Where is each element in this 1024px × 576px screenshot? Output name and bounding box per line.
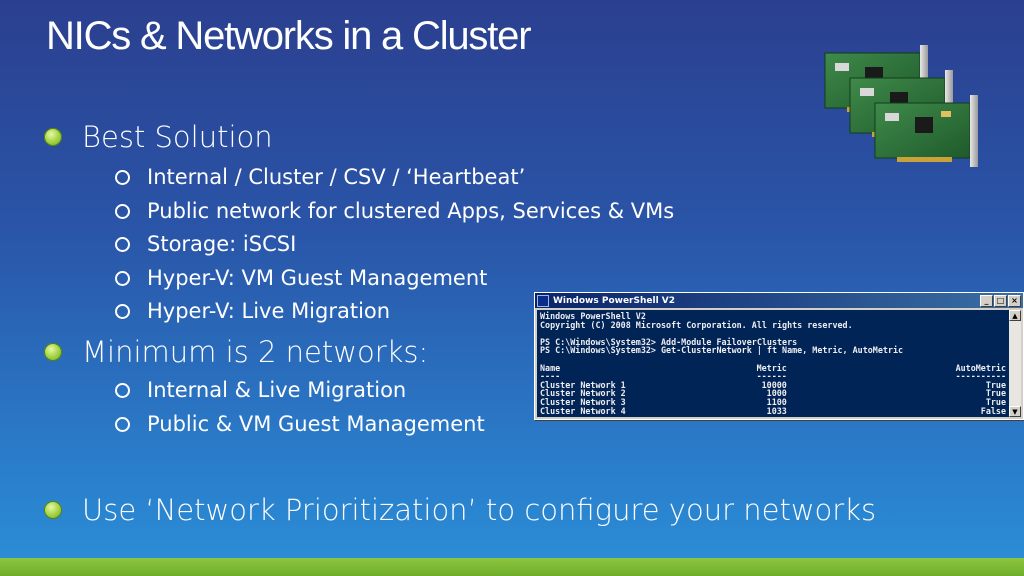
- cell-name: Cluster Network 3: [540, 396, 626, 407]
- cell-metric: 1100: [766, 396, 787, 407]
- sub-bullet: Storage: iSCSI: [115, 232, 296, 256]
- cell-metric: 1000: [766, 388, 787, 399]
- column-header: Name: [540, 362, 561, 373]
- sub-bullet-text: Public & VM Guest Management: [147, 412, 485, 436]
- console-line: Windows PowerShell V2: [540, 311, 646, 321]
- bullet-text: Use ‘Network Prioritization’ to configur…: [82, 493, 877, 527]
- sub-bullet-text: Internal / Cluster / CSV / ‘Heartbeat’: [147, 165, 526, 189]
- ring-bullet-icon: [115, 382, 130, 398]
- table-row: Cluster Network 1 10000 True: [540, 381, 1006, 390]
- scroll-down-icon[interactable]: ▼: [1009, 406, 1021, 417]
- sub-bullet: Public network for clustered Apps, Servi…: [115, 199, 674, 223]
- table-row: Cluster Network 4 1033 False: [540, 405, 1006, 416]
- table-row: Cluster Network 3 1100 True: [540, 398, 1006, 407]
- ring-bullet-icon: [115, 303, 130, 319]
- scroll-up-icon[interactable]: ▲: [1009, 310, 1021, 321]
- cell-name: Cluster Network 4: [540, 405, 626, 416]
- table-header: Name Metric AutoMetric: [540, 362, 1006, 373]
- sub-bullet: Internal / Cluster / CSV / ‘Heartbeat’: [115, 165, 525, 189]
- cell-automatic: True: [985, 388, 1006, 399]
- cell-automatic: True: [985, 396, 1006, 407]
- cell-automatic: True: [985, 379, 1006, 390]
- cell-name: Cluster Network 2: [540, 388, 626, 399]
- console-command: PS C:\Windows\System32> Get-ClusterNetwo…: [540, 345, 904, 356]
- network-card-icon: [824, 45, 978, 167]
- bullet-network-prioritization: Use ‘Network Prioritization’ to configur…: [44, 493, 876, 527]
- cell-name: Cluster Network 1: [540, 379, 626, 390]
- sub-bullet-text: Internal & Live Migration: [147, 378, 407, 402]
- cell-metric: 1033: [766, 405, 787, 416]
- bullet-best-solution: Best Solution: [44, 120, 273, 154]
- ring-bullet-icon: [115, 203, 130, 219]
- sub-bullet-text: Storage: iSCSI: [147, 232, 297, 256]
- column-underline: ------: [756, 371, 787, 382]
- column-header: Metric: [756, 362, 787, 373]
- minimize-button[interactable]: _: [980, 294, 993, 307]
- vertical-scrollbar[interactable]: ▲ ▼: [1009, 310, 1021, 417]
- ring-bullet-icon: [115, 236, 130, 252]
- powershell-icon: [537, 294, 549, 307]
- ring-bullet-icon: [115, 169, 130, 185]
- green-bullet-icon: [44, 128, 62, 146]
- ring-bullet-icon: [115, 416, 130, 432]
- bullet-text: Best Solution: [82, 120, 273, 154]
- footer-accent-bar: [0, 558, 1024, 576]
- sub-bullet-text: Hyper-V: Live Migration: [147, 299, 391, 323]
- ring-bullet-icon: [115, 270, 130, 286]
- console-line: Copyright (C) 2008 Microsoft Corporation…: [540, 319, 853, 330]
- column-underline: ----------: [955, 371, 1006, 382]
- slide-title: NICs & Networks in a Cluster: [46, 14, 532, 58]
- console-command: PS C:\Windows\System32> Add-Module Failo…: [540, 336, 798, 347]
- maximize-button[interactable]: □: [994, 294, 1007, 307]
- powershell-window: Windows PowerShell V2 _ □ × Windows Powe…: [534, 292, 1024, 420]
- sub-bullet-text: Public network for clustered Apps, Servi…: [147, 199, 675, 223]
- column-header: AutoMetric: [955, 362, 1006, 373]
- column-underline: ----: [540, 371, 561, 382]
- cell-metric: 10000: [761, 379, 787, 390]
- bullet-minimum-networks: Minimum is 2 networks:: [44, 335, 428, 369]
- green-bullet-icon: [44, 501, 62, 519]
- green-bullet-icon: [44, 343, 62, 361]
- table-underline: --------------------: [540, 372, 1006, 381]
- sub-bullet: Hyper-V: Live Migration: [115, 299, 390, 323]
- cell-automatic: False: [980, 405, 1006, 416]
- powershell-titlebar: Windows PowerShell V2 _ □ ×: [535, 293, 1023, 308]
- close-button[interactable]: ×: [1008, 294, 1021, 307]
- sub-bullet: Internal & Live Migration: [115, 378, 406, 402]
- table-row: Cluster Network 2 1000 True: [540, 389, 1006, 398]
- sub-bullet-text: Hyper-V: VM Guest Management: [147, 266, 488, 290]
- window-title: Windows PowerShell V2: [553, 295, 676, 306]
- bullet-text: Minimum is 2 networks:: [82, 335, 429, 369]
- sub-bullet: Public & VM Guest Management: [115, 412, 485, 436]
- sub-bullet: Hyper-V: VM Guest Management: [115, 266, 487, 290]
